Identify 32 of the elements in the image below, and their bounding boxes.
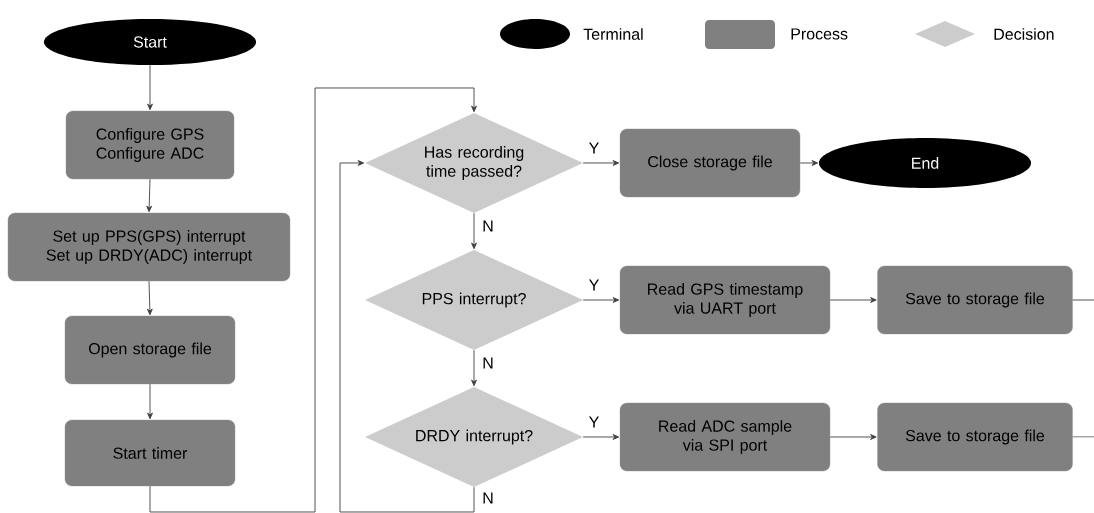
edge-label: Y	[587, 415, 601, 429]
arrow	[146, 280, 153, 316]
edge-label: Y	[587, 278, 601, 292]
arrow	[339, 160, 475, 513]
edge-label: Y	[587, 141, 601, 155]
arrow	[582, 434, 620, 440]
arrow	[799, 160, 819, 166]
process-box: Start timer	[64, 419, 236, 487]
arrow	[146, 178, 153, 213]
arrow	[147, 383, 153, 420]
arrow	[471, 349, 477, 387]
legend-label: Terminal	[583, 28, 643, 40]
process-box: Close storage file	[619, 128, 801, 198]
arrow	[149, 87, 477, 513]
process-box: Set up PPS(GPS) interrupt Set up DRDY(ADC) interrupt	[7, 212, 291, 282]
process-box: Save to storage file	[877, 402, 1073, 472]
edge-label: N	[481, 356, 495, 370]
process-box: Configure GPS Configure ADC	[65, 110, 235, 180]
arrow	[147, 64, 153, 111]
process-box: Read ADC sample via SPI port	[619, 402, 831, 472]
legend-label: Process	[791, 28, 848, 40]
edge-label: N	[481, 491, 495, 505]
process-box: Save to storage file	[877, 265, 1073, 335]
process-box: Open storage file	[64, 315, 236, 385]
arrow	[582, 160, 620, 166]
legend-label: Decision	[994, 28, 1054, 40]
arrow	[829, 434, 877, 440]
arrow	[471, 212, 477, 250]
arrow	[582, 297, 620, 303]
process-box: Read GPS timestamp via UART port	[619, 265, 831, 335]
edge-label: N	[481, 219, 495, 233]
arrow	[829, 297, 877, 303]
